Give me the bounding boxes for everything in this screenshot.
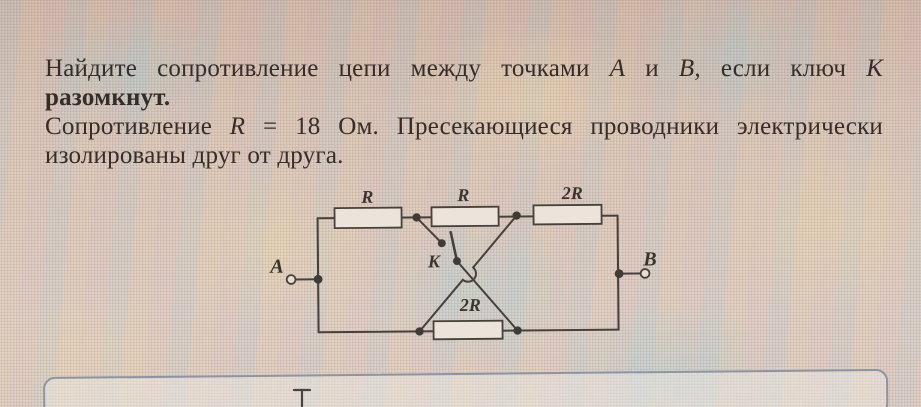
resistor-r1-box [333, 206, 403, 230]
answer-input-box[interactable] [43, 368, 889, 407]
resistor-r2-box [430, 205, 500, 228]
node-n2 [512, 211, 521, 220]
wire-switch-branch [415, 216, 443, 245]
problem-line-3: Сопротивление R = 18 Ом. Пресекающиеся п… [45, 112, 883, 141]
problem-text: = 18 Ом. Пресекающиеся проводники электр… [263, 113, 883, 140]
problem-statement: Найдите сопротивление цепи между точками… [45, 54, 883, 170]
resistor-r2-label: R [456, 185, 469, 205]
switch-k-ref: K [866, 55, 884, 82]
node-switch-contact [437, 239, 446, 248]
problem-text: если ключ [720, 55, 847, 82]
handwriting-cursor [292, 388, 312, 407]
resistor-2r-bottom-label: 2R [459, 295, 481, 315]
wire-diagonal-crossover [418, 214, 518, 333]
wire-diagonal-switch [455, 260, 519, 332]
resistor-2r-bottom-box [432, 319, 504, 341]
problem-line-2: разомкнут. [45, 84, 171, 111]
node-n4 [513, 326, 522, 335]
node-a [313, 274, 323, 284]
point-b-ref: B, [678, 55, 701, 82]
resistor-r1-label: R [360, 187, 373, 207]
resistance-r-ref: R [229, 113, 246, 140]
problem-line-4: изолированы друг от друга. [45, 142, 344, 169]
circuit-diagram: R R 2R 2R K A B [268, 183, 657, 341]
switch-lever [449, 230, 459, 263]
problem-text: Найдите сопротивление цепи между точками [45, 55, 590, 82]
switch-k-label: K [427, 251, 442, 271]
resistor-2r-top-box [532, 203, 603, 226]
node-switch-pivot [452, 257, 461, 266]
node-n3 [415, 327, 424, 336]
terminal-b-label: B [642, 248, 657, 270]
node-b [614, 269, 624, 279]
terminal-a-label: A [268, 256, 284, 278]
problem-text: Сопротивление [45, 113, 213, 140]
resistor-2r-top-label: 2R [561, 183, 583, 203]
point-a-ref: A [609, 55, 626, 82]
node-n1 [412, 213, 421, 222]
terminal-a-circle [285, 274, 297, 285]
problem-text: и [645, 55, 659, 82]
problem-line-1: Найдите сопротивление цепи между точками… [45, 54, 883, 83]
terminal-b-circle [639, 268, 651, 279]
